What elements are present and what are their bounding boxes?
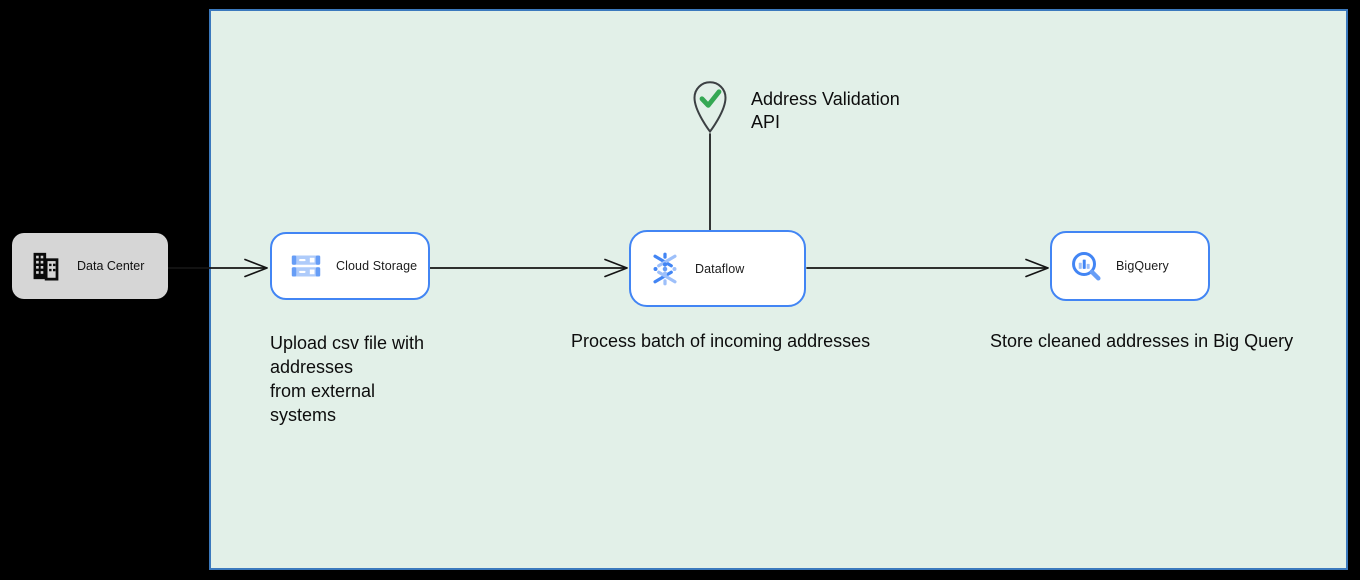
note-cloud-storage: Upload csv file with addresses from exte… [270, 333, 425, 425]
dataflow-label: Dataflow [695, 261, 745, 276]
dataflow-icon [653, 252, 677, 285]
node-data-center[interactable]: Data Center [12, 233, 168, 299]
building-icon [33, 252, 59, 281]
note-bigquery: Store cleaned addresses in Big Query [990, 331, 1294, 351]
location-pin-check-icon[interactable] [690, 80, 730, 134]
note-dataflow: Process batch of incoming addresses [571, 331, 871, 351]
node-cloud-storage[interactable]: Cloud Storage [270, 232, 430, 300]
node-bigquery[interactable]: BigQuery [1050, 231, 1210, 301]
cloud-storage-icon [291, 255, 321, 277]
node-dataflow[interactable]: Dataflow [629, 230, 806, 307]
bigquery-icon [1072, 252, 1101, 281]
address-validation-api-label: Address Validation API [751, 89, 900, 132]
data-center-label: Data Center [77, 259, 145, 273]
cloud-storage-label: Cloud Storage [336, 259, 418, 273]
bigquery-label: BigQuery [1116, 259, 1169, 273]
